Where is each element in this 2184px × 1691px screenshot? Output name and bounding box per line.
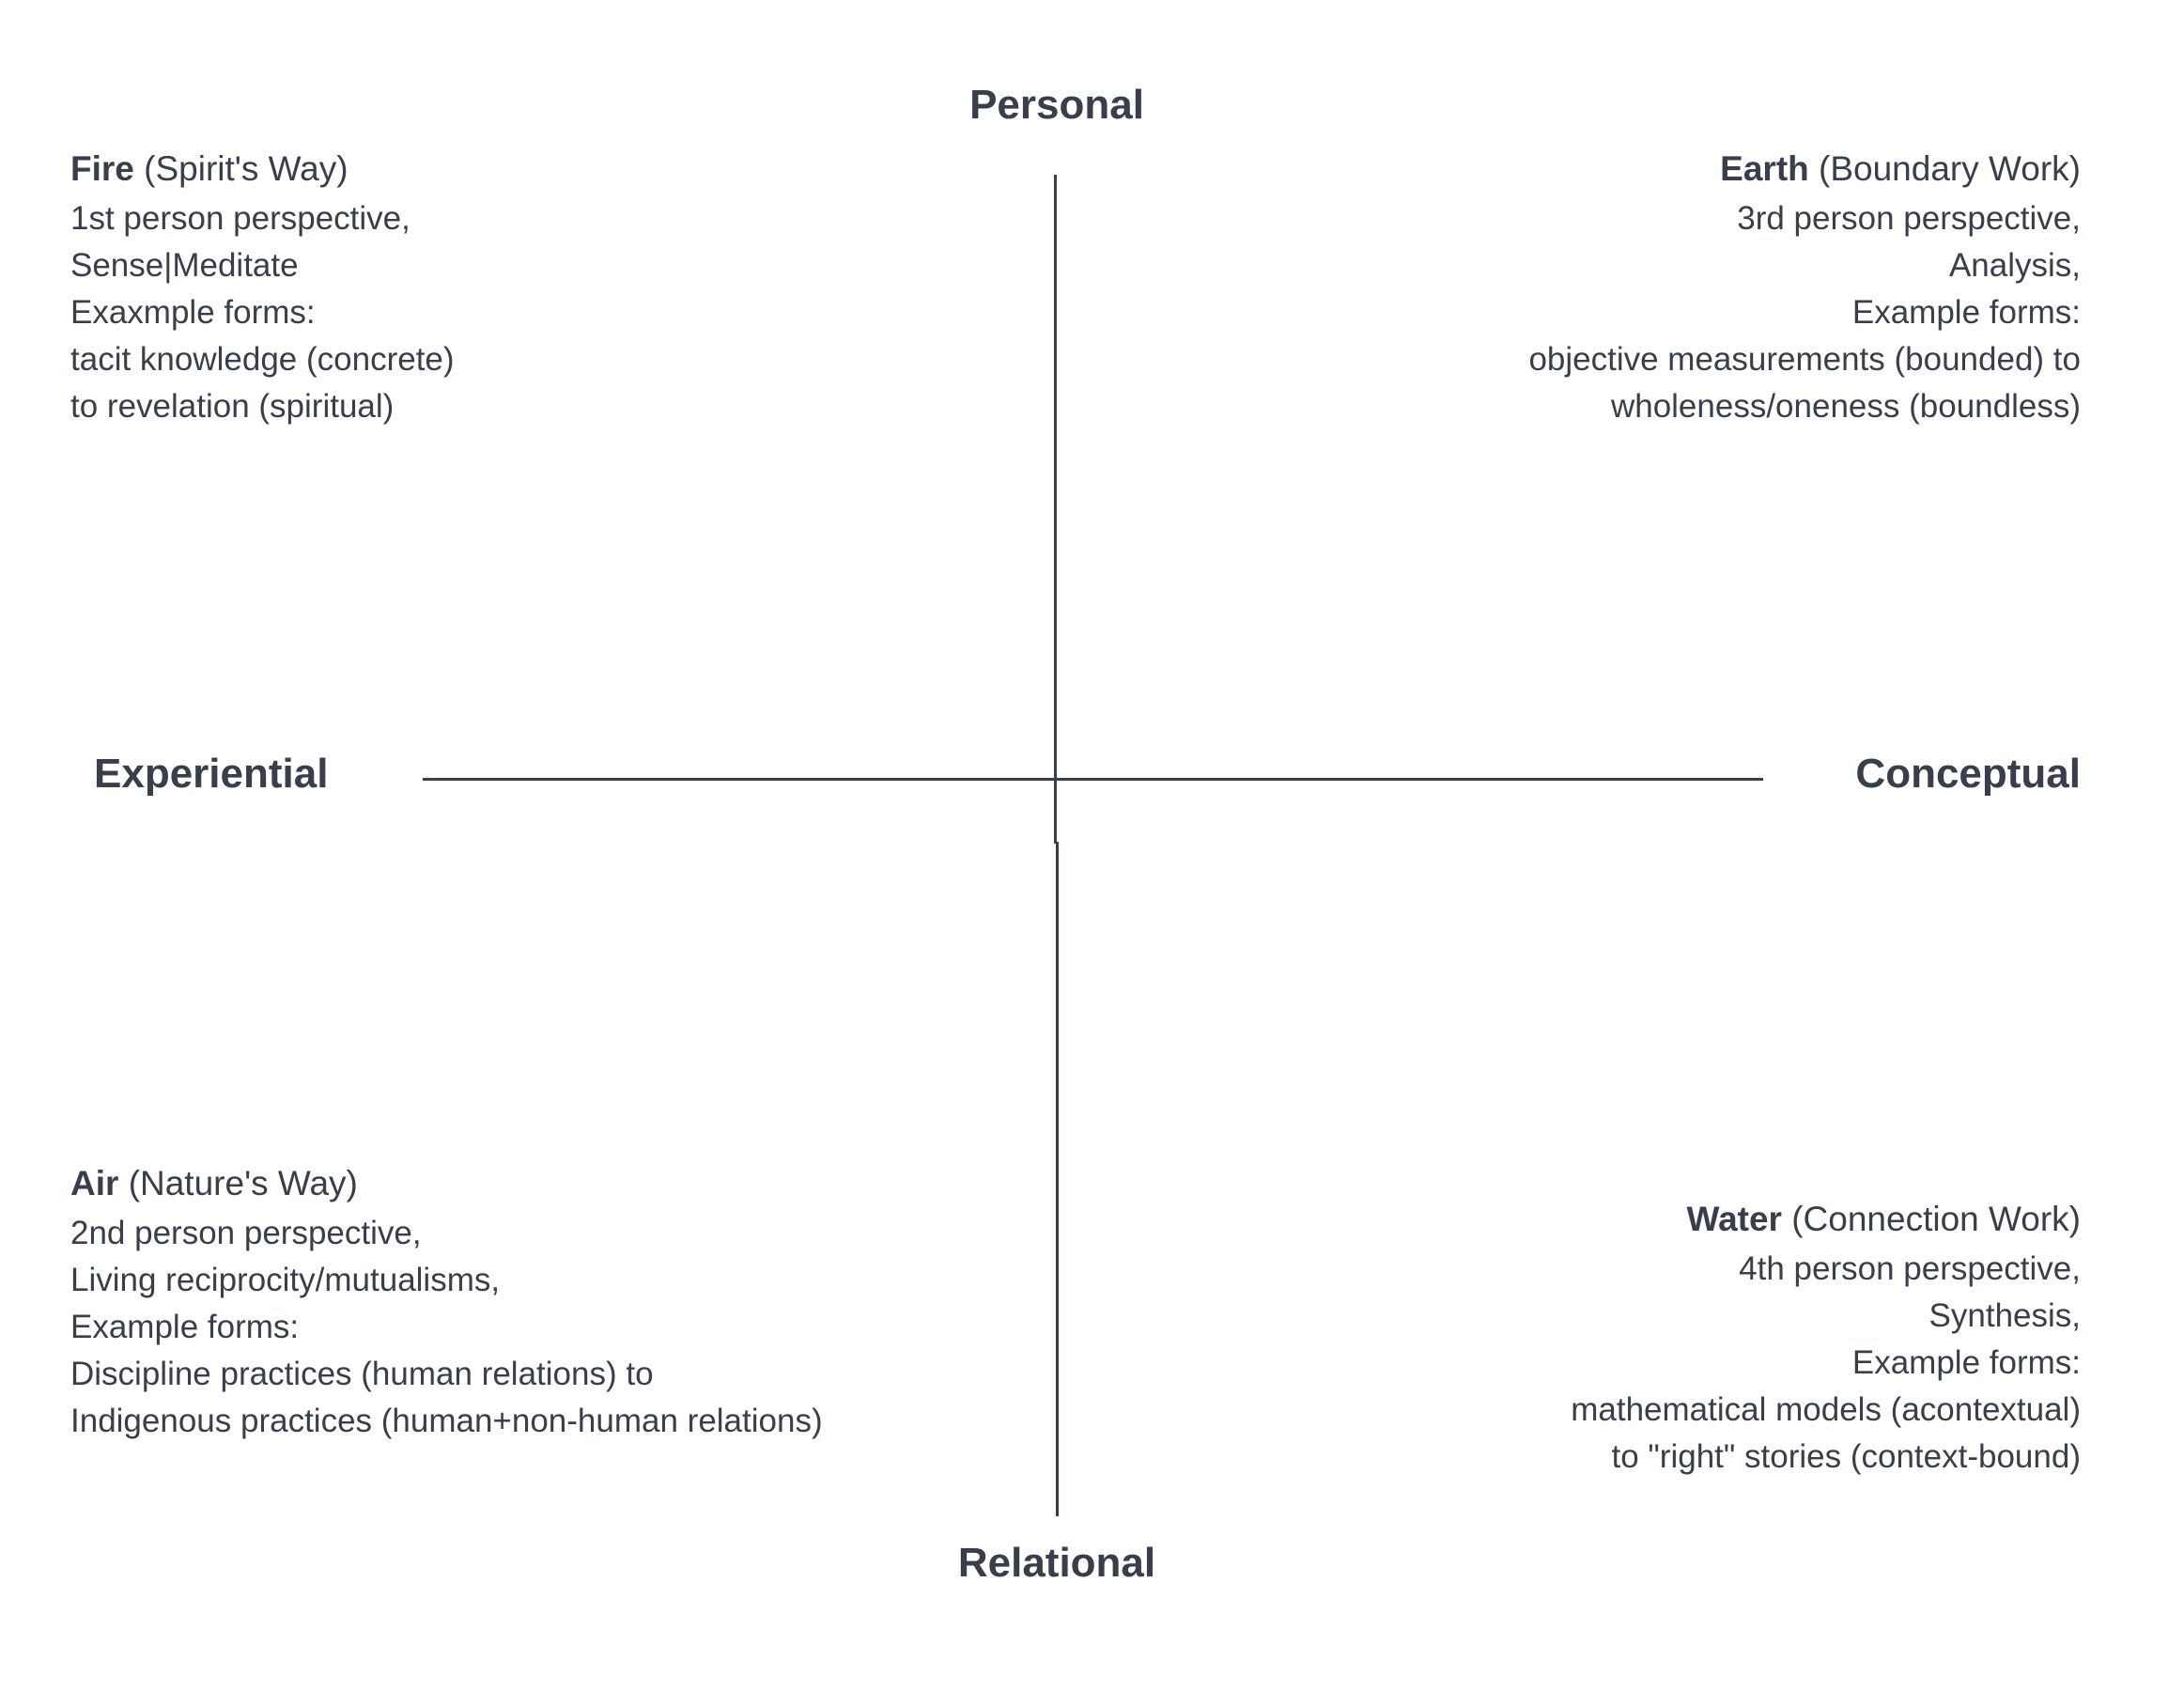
quadrant-fire-title: Fire (Spirit's Way)	[70, 143, 455, 195]
horizontal-axis-line	[423, 778, 1763, 781]
quadrant-water-element: Water	[1686, 1200, 1782, 1238]
axis-label-conceptual: Conceptual	[1855, 751, 2081, 797]
quadrant-earth-subtitle: (Boundary Work)	[1819, 149, 2081, 188]
axis-label-relational: Relational	[957, 1540, 1156, 1586]
quadrant-air-title: Air (Nature's Way)	[70, 1157, 823, 1210]
quadrant-earth-title: Earth (Boundary Work)	[1528, 143, 2081, 195]
axis-label-experiential: Experiential	[94, 751, 329, 797]
quadrant-fire-subtitle: (Spirit's Way)	[144, 149, 349, 188]
quadrant-earth-line-1: 3rd person perspective,	[1737, 200, 2081, 237]
vertical-axis-line-lower	[1056, 842, 1059, 1516]
quadrant-air-element: Air	[70, 1164, 119, 1202]
vertical-axis-line-middle	[1054, 778, 1057, 844]
quadrant-water-line-2: Synthesis,	[1928, 1297, 2081, 1334]
quadrant-fire-line-3: Exaxmple forms:	[70, 294, 316, 331]
axis-label-personal: Personal	[969, 82, 1144, 128]
quadrant-water-line-1: 4th person perspective,	[1739, 1250, 2081, 1287]
quadrant-water-line-4: mathematical models (acontextual)	[1571, 1391, 2081, 1428]
quadrant-air-line-1: 2nd person perspective,	[70, 1215, 422, 1251]
quadrant-water-title: Water (Connection Work)	[1571, 1193, 2081, 1246]
quadrant-earth-line-3: Example forms:	[1851, 294, 2081, 331]
quadrant-air-line-3: Example forms:	[70, 1309, 300, 1345]
quadrant-earth-line-5: wholeness/oneness (boundless)	[1610, 388, 2081, 425]
quadrant-air-line-5: Indigenous practices (human+non-human re…	[70, 1403, 823, 1439]
vertical-axis-line-upper	[1054, 175, 1057, 782]
quadrant-fire-line-2: Sense|Meditate	[70, 247, 299, 284]
quadrant-air: Air (Nature's Way) 2nd person perspectiv…	[70, 1157, 823, 1445]
quadrant-air-line-4: Discipline practices (human relations) t…	[70, 1356, 654, 1392]
quadrant-air-line-2: Living reciprocity/mutualisms,	[70, 1262, 501, 1298]
quadrant-fire: Fire (Spirit's Way) 1st person perspecti…	[70, 143, 455, 430]
quadrant-earth-line-4: objective measurements (bounded) to	[1528, 341, 2081, 378]
quadrant-water: Water (Connection Work) 4th person persp…	[1571, 1193, 2081, 1481]
quadrant-earth-element: Earth	[1720, 149, 1809, 188]
quadrant-water-line-5: to "right" stories (context-bound)	[1611, 1438, 2081, 1475]
quadrant-fire-element: Fire	[70, 149, 134, 188]
quadrant-fire-line-1: 1st person perspective,	[70, 200, 410, 237]
quadrant-water-line-3: Example forms:	[1851, 1344, 2081, 1381]
quadrant-earth: Earth (Boundary Work) 3rd person perspec…	[1528, 143, 2081, 430]
quadrant-water-subtitle: (Connection Work)	[1791, 1200, 2081, 1238]
quadrant-earth-line-2: Analysis,	[1948, 247, 2081, 284]
quadrant-air-subtitle: (Nature's Way)	[128, 1164, 358, 1202]
quadrant-fire-line-5: to revelation (spiritual)	[70, 388, 395, 425]
quadrant-fire-line-4: tacit knowledge (concrete)	[70, 341, 455, 378]
